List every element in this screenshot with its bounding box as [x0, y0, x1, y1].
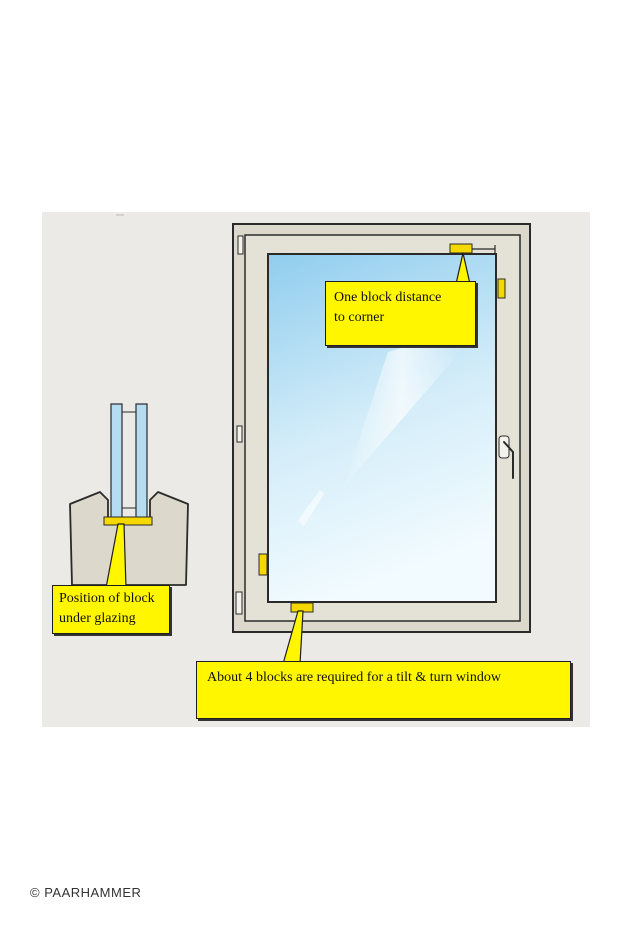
glass-glare	[342, 330, 462, 492]
glass-pane-outer	[110, 403, 123, 519]
block-left-side	[258, 553, 268, 576]
block-top-right	[449, 243, 473, 254]
block-right-side	[497, 278, 506, 299]
label-corner-distance: One block distance to corner	[325, 281, 476, 346]
label-block-position: Position of block under glazing	[52, 585, 170, 634]
hinge-top-icon	[237, 235, 244, 255]
copyright-notice: © PAARHAMMER	[30, 885, 142, 900]
glazing-cross-section	[69, 403, 189, 589]
window-handle-icon	[498, 435, 514, 479]
label-corner-line-1: One block distance	[334, 290, 442, 305]
block-under-glazing	[103, 516, 153, 526]
glass-glare-small	[298, 490, 324, 526]
label-blocks-required: About 4 blocks are required for a tilt &…	[196, 661, 571, 719]
hinge-bottom-icon	[235, 591, 243, 615]
label-glazing-line-1: Position of block	[59, 591, 155, 606]
glass-pane-inner	[135, 403, 148, 519]
label-glazing-line-2: under glazing	[59, 611, 136, 626]
label-blocks-text: About 4 blocks are required for a tilt &…	[207, 670, 501, 685]
hinge-middle-icon	[236, 425, 243, 443]
label-corner-line-2: to corner	[334, 310, 385, 325]
